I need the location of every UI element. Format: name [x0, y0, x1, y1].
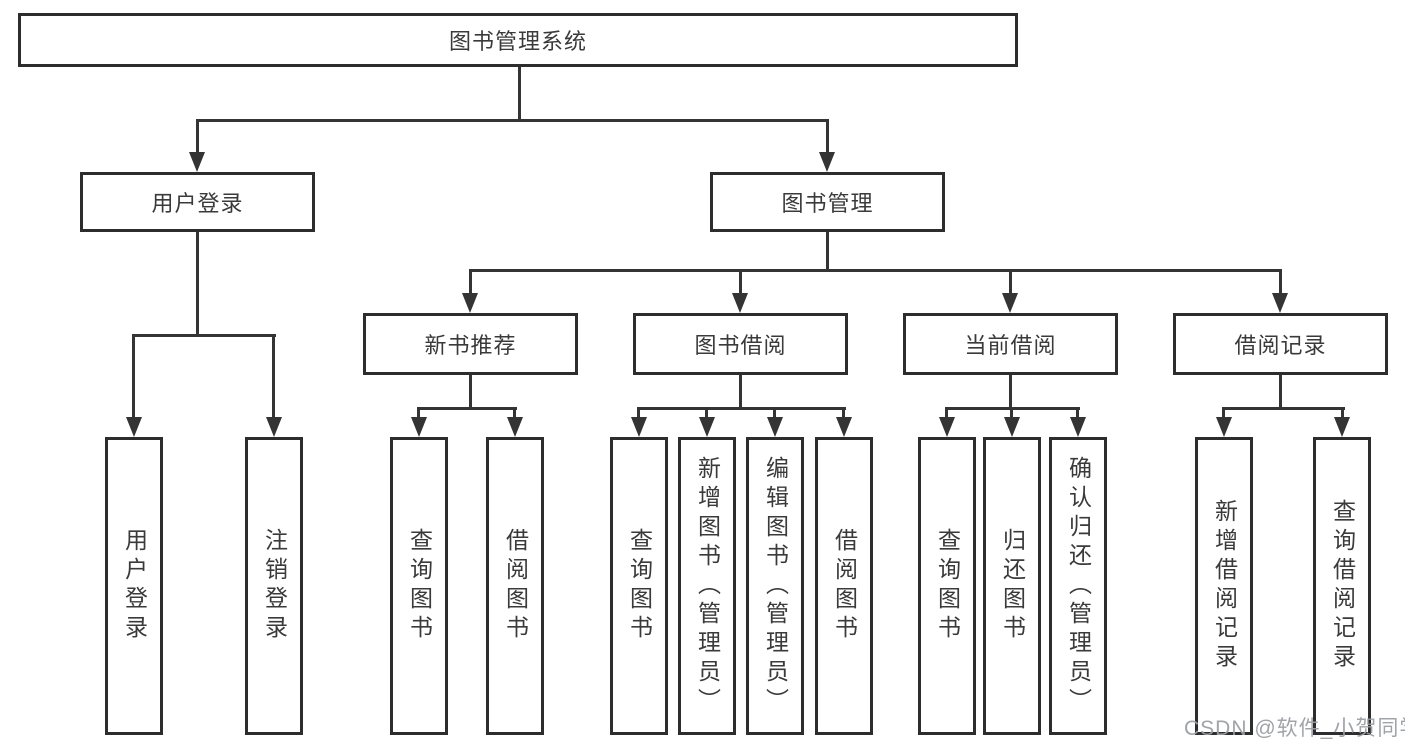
- arrow-down-icon: [819, 152, 835, 172]
- arrow-down-icon: [126, 417, 142, 437]
- node-label: 图书管理系统: [448, 29, 587, 54]
- leaf-query-borrow-record: 查询借阅记录: [1313, 437, 1371, 735]
- leaf-query-books-recommend: 查询图书: [390, 437, 448, 735]
- connector-line: [469, 269, 1282, 272]
- connector-line: [1009, 373, 1012, 410]
- node-label: 借阅记录: [1234, 333, 1327, 358]
- node-label: 借阅图书: [502, 528, 529, 644]
- arrow-down-icon: [939, 417, 955, 437]
- node-label: 用户登录: [151, 191, 244, 216]
- node-book-management: 图书管理: [710, 172, 945, 232]
- connector-line: [417, 407, 517, 410]
- connector-line: [1279, 269, 1282, 295]
- node-user-login: 用户登录: [80, 172, 315, 232]
- arrow-down-icon: [1004, 417, 1020, 437]
- node-label: 编辑图书（管理员）: [762, 455, 789, 717]
- node-label: 查询借阅记录: [1329, 499, 1356, 673]
- leaf-edit-books-admin: 编辑图书（管理员）: [746, 437, 804, 735]
- arrow-down-icon: [411, 417, 427, 437]
- arrow-down-icon: [189, 152, 205, 172]
- connector-line: [196, 119, 199, 155]
- connector-line: [469, 269, 472, 295]
- watermark: CSDN @软件_小贺同学: [1184, 717, 1405, 740]
- arrow-down-icon: [1070, 417, 1086, 437]
- connector-line: [1010, 407, 1013, 419]
- node-label: 注销登录: [261, 528, 288, 644]
- node-label: 查询图书: [626, 528, 653, 644]
- leaf-query-books-borrowing: 查询图书: [610, 437, 668, 735]
- connector-line: [1222, 407, 1225, 419]
- arrow-down-icon: [507, 417, 523, 437]
- arrow-down-icon: [631, 417, 647, 437]
- node-library-management-system: 图书管理系统: [18, 13, 1018, 67]
- node-book-borrowing: 图书借阅: [633, 313, 848, 375]
- connector-line: [637, 407, 640, 419]
- connector-line: [1279, 373, 1282, 410]
- connector-line: [826, 230, 829, 272]
- connector-line: [1009, 269, 1012, 295]
- arrow-down-icon: [767, 417, 783, 437]
- leaf-query-books-current: 查询图书: [918, 437, 976, 735]
- node-label: 新增图书（管理员）: [694, 455, 721, 717]
- connector-line: [518, 66, 521, 121]
- connector-line: [132, 334, 276, 337]
- node-label: 图书管理: [781, 191, 874, 216]
- connector-line: [417, 407, 420, 419]
- connector-line: [945, 407, 948, 419]
- connector-line: [1341, 407, 1344, 419]
- arrow-down-icon: [266, 417, 282, 437]
- connector-line: [1222, 407, 1345, 410]
- connector-line: [132, 334, 135, 420]
- arrow-down-icon: [1272, 293, 1288, 313]
- node-label: 借阅图书: [831, 528, 858, 644]
- leaf-confirm-return-admin: 确认归还（管理员）: [1049, 437, 1107, 735]
- connector-line: [196, 230, 199, 336]
- node-label: 新书推荐: [424, 333, 517, 358]
- leaf-return-books: 归还图书: [983, 437, 1041, 735]
- connector-line: [739, 373, 742, 410]
- arrow-down-icon: [836, 417, 852, 437]
- arrow-down-icon: [1216, 417, 1232, 437]
- node-label: 查询图书: [934, 528, 961, 644]
- arrow-down-icon: [732, 293, 748, 313]
- leaf-logout: 注销登录: [245, 437, 303, 735]
- arrow-down-icon: [1002, 293, 1018, 313]
- connector-line: [705, 407, 708, 419]
- leaf-borrow-books-recommend: 借阅图书: [486, 437, 544, 735]
- node-label: 当前借阅: [964, 333, 1057, 358]
- connector-line: [272, 334, 275, 420]
- node-new-book-recommend: 新书推荐: [363, 313, 578, 375]
- arrow-down-icon: [462, 293, 478, 313]
- leaf-user-login: 用户登录: [105, 437, 163, 735]
- node-current-borrowing: 当前借阅: [903, 313, 1118, 375]
- node-label: 用户登录: [121, 528, 148, 644]
- connector-line: [469, 373, 472, 410]
- connector-line: [196, 119, 829, 122]
- node-label: 查询图书: [406, 528, 433, 644]
- leaf-add-books-admin: 新增图书（管理员）: [678, 437, 736, 735]
- arrow-down-icon: [1334, 417, 1350, 437]
- node-label: 确认归还（管理员）: [1065, 455, 1092, 717]
- connector-line: [826, 119, 829, 155]
- connector-line: [513, 407, 516, 419]
- connector-line: [773, 407, 776, 419]
- connector-line: [842, 407, 845, 419]
- connector-line: [637, 407, 846, 410]
- connector-line: [739, 269, 742, 295]
- node-label: 归还图书: [999, 528, 1026, 644]
- node-label: 图书借阅: [694, 333, 787, 358]
- connector-line: [1076, 407, 1079, 419]
- node-label: 新增借阅记录: [1211, 499, 1238, 673]
- leaf-borrow-books: 借阅图书: [815, 437, 873, 735]
- arrow-down-icon: [699, 417, 715, 437]
- leaf-add-borrow-record: 新增借阅记录: [1195, 437, 1253, 735]
- node-borrowing-records: 借阅记录: [1173, 313, 1388, 375]
